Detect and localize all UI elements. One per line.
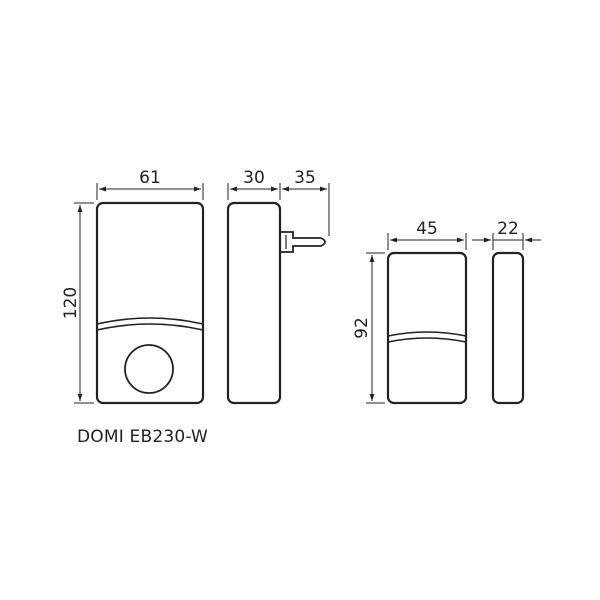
dim-label-side-depth: 30 bbox=[243, 168, 265, 188]
side-view-receiver bbox=[491, 251, 525, 405]
dimension-receiver-width: 45 bbox=[387, 219, 467, 250]
front-view-main-unit bbox=[95, 201, 205, 405]
side-view-main-unit bbox=[226, 201, 326, 405]
dimension-plug-length: 35 bbox=[282, 168, 330, 236]
dim-label-plug-length: 35 bbox=[294, 168, 316, 188]
front-view-receiver bbox=[386, 251, 468, 405]
dim-label-receiver-width: 45 bbox=[416, 219, 438, 239]
dim-label-receiver-height: 92 bbox=[352, 317, 372, 339]
dimension-receiver-height: 92 bbox=[352, 252, 385, 404]
bell-button bbox=[124, 344, 174, 394]
dim-label-front-height: 120 bbox=[61, 287, 81, 319]
dim-label-front-width: 61 bbox=[139, 168, 161, 188]
dimension-front-width: 61 bbox=[96, 168, 204, 200]
dimension-receiver-depth: 22 bbox=[472, 219, 541, 250]
dimension-front-height: 120 bbox=[61, 202, 94, 404]
dimension-side-depth: 30 bbox=[227, 168, 281, 200]
dim-label-receiver-depth: 22 bbox=[497, 219, 519, 239]
plug-pins bbox=[280, 231, 326, 253]
model-caption: DOMI EB230-W bbox=[77, 427, 209, 447]
